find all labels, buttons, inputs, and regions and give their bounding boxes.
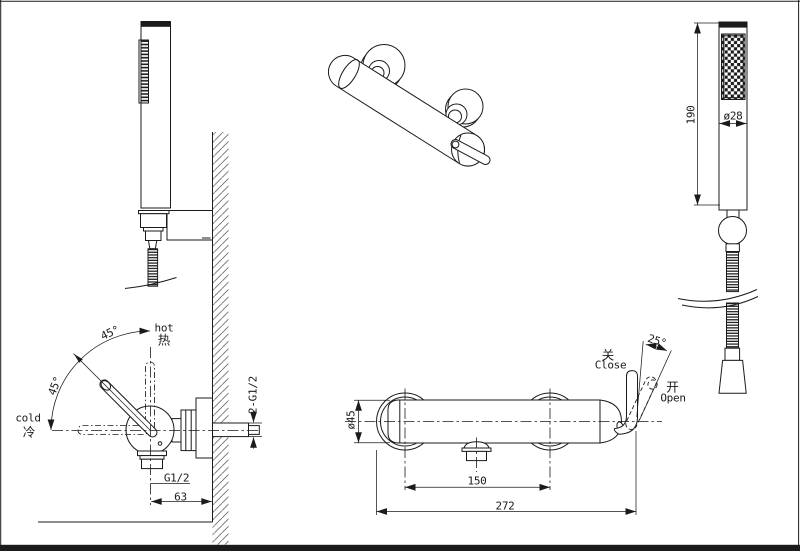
label-hot-zh: 热 bbox=[157, 332, 171, 348]
view-perspective-mixer bbox=[327, 44, 491, 167]
dim-offset-63: 63 bbox=[174, 490, 187, 504]
view-hand-shower-front bbox=[677, 21, 759, 394]
label-hot: hot bbox=[154, 321, 174, 334]
dim-length-272: 272 bbox=[495, 499, 515, 513]
dims-hand-shower-front bbox=[694, 22, 747, 206]
view-valve-side bbox=[77, 361, 260, 470]
dims-mixer-front bbox=[345, 340, 672, 515]
dim-wall-thread: 2-G1/2 bbox=[246, 376, 259, 414]
view-hand-shower-side bbox=[124, 21, 213, 289]
view-mixer-front bbox=[376, 370, 658, 462]
label-close-zh: 关 bbox=[601, 347, 615, 362]
label-cold-zh: 冷 bbox=[22, 424, 36, 440]
wall-section bbox=[38, 132, 229, 545]
dim-distance-150: 150 bbox=[467, 474, 487, 487]
label-open-zh: 开 bbox=[666, 379, 679, 395]
dim-height-190: 190 bbox=[684, 105, 698, 125]
label-cold: cold bbox=[15, 411, 41, 424]
dim-diameter-45: ø45 bbox=[344, 410, 358, 430]
dim-outlet-thread: G1/2 bbox=[163, 471, 190, 484]
label-close: Close bbox=[594, 358, 627, 371]
dim-diameter-28: ø28 bbox=[723, 109, 743, 123]
label-open: Open bbox=[660, 391, 686, 404]
dims-valve-side bbox=[47, 327, 262, 505]
